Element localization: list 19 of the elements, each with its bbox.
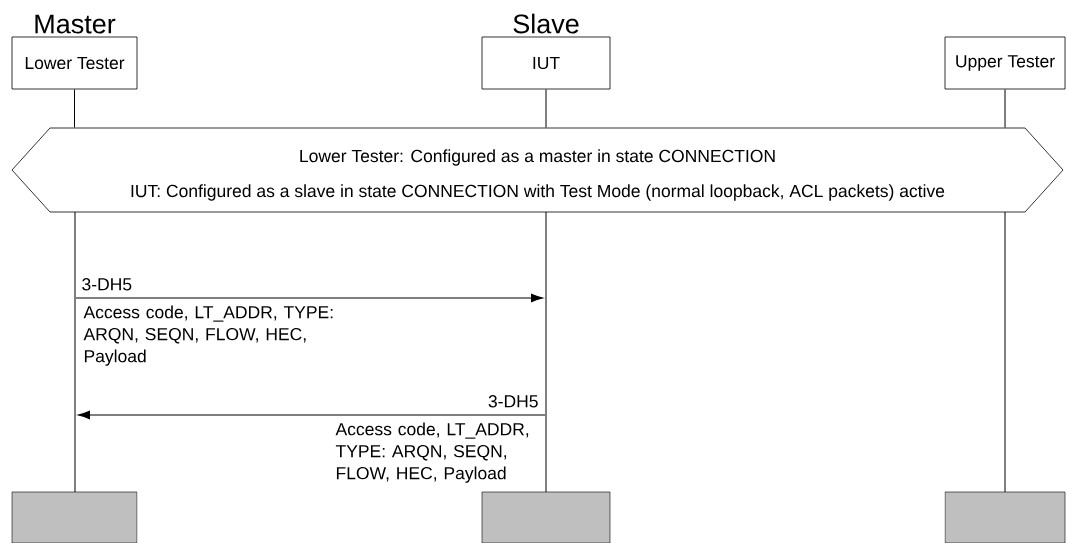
edge-label: 3-DH5: [82, 278, 132, 291]
end-bar: [11, 491, 138, 543]
message-text: Access code, LT_ADDR, TYPE: ARQN, SEQN, FLOW, HEC, Payload: [83, 305, 333, 366]
lifeline: [1004, 212, 1006, 492]
message-arrow: [75, 293, 544, 303]
lifeline-box: Upper Tester: [944, 36, 1066, 90]
message-text: Access code, LT_ADDR, TYPE: ARQN, SEQN, FLOW, HEC, Payload: [335, 422, 529, 483]
lifeline: [74, 88, 75, 128]
role-title: Master: [35, 14, 116, 34]
role-title: Slave: [513, 13, 579, 34]
end-bar: [944, 491, 1066, 543]
lifeline: [1004, 88, 1006, 128]
lifeline-box: IUT: [481, 36, 611, 90]
edge-label: 3-DH5: [488, 395, 538, 408]
lifeline: [545, 88, 547, 128]
end-bar: [481, 491, 611, 543]
message-arrow: [77, 410, 546, 420]
lifeline-box: Lower Tester: [11, 36, 138, 90]
state-band: Lower Tester: Configured as a master in state CONNECTION IUT: Configured as a slave in state CONNECTION with Test Mode (normal loopback, ACL packets) active: [11, 127, 1064, 213]
